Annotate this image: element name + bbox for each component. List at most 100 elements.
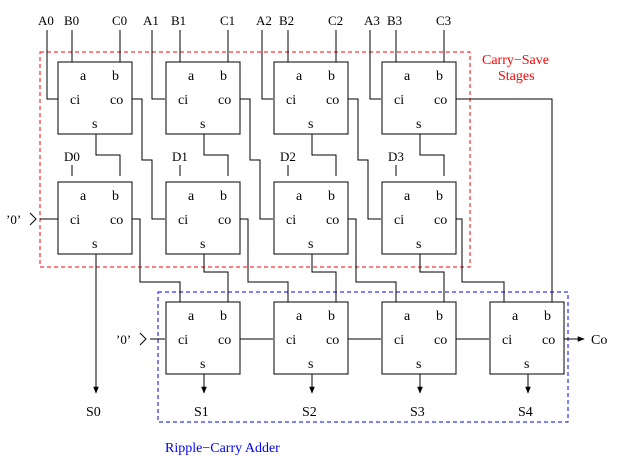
pin-b-label: b [220, 309, 227, 324]
pin-a-label: a [296, 69, 303, 84]
input-label-c3: C3 [436, 13, 451, 28]
input-label-d0: D0 [64, 149, 80, 164]
pin-co-label: co [110, 213, 123, 228]
pin-co-label: co [434, 213, 447, 228]
pin-s-label: s [524, 357, 529, 372]
zero-label: ’0’ [116, 332, 131, 347]
pin-co-label: co [218, 333, 231, 348]
full-adder-cell: a b ci cos [57, 181, 133, 255]
output-label-s0: S0 [86, 405, 101, 420]
pin-s-label: s [308, 237, 313, 252]
pin-s-label: s [416, 357, 421, 372]
input-label-b2: B2 [279, 13, 294, 28]
pin-a-label: a [404, 189, 411, 204]
input-label-b1: B1 [171, 13, 186, 28]
cell-box [381, 301, 457, 375]
pin-a-label: a [404, 309, 411, 324]
pin-b-label: b [220, 69, 227, 84]
ripple-carry-region [157, 291, 569, 423]
pin-s-label: s [308, 117, 313, 132]
carry-out-label: Co [591, 333, 607, 348]
pin-b-label: b [436, 189, 443, 204]
output-label-s4: S4 [518, 405, 533, 420]
input-label-c1: C1 [220, 13, 235, 28]
input-label-a0: A0 [38, 13, 54, 28]
zero-input-chevron [29, 212, 37, 226]
input-label-c2: C2 [328, 13, 343, 28]
cell-box [57, 61, 133, 135]
cell-box [381, 61, 457, 135]
cell-box [165, 301, 241, 375]
input-label-d3: D3 [388, 149, 404, 164]
cell-box [273, 301, 349, 375]
pin-ci-label: ci [286, 93, 296, 108]
zero-label: ’0’ [6, 212, 21, 227]
cell-box [165, 181, 241, 255]
pin-ci-label: ci [394, 333, 404, 348]
pin-s-label: s [416, 117, 421, 132]
cell-box [489, 301, 565, 375]
pin-a-label: a [404, 69, 411, 84]
input-label-d1: D1 [172, 149, 188, 164]
pin-s-label: s [200, 237, 205, 252]
input-label-b0: B0 [64, 13, 79, 28]
pin-ci-label: ci [394, 213, 404, 228]
pin-a-label: a [188, 69, 195, 84]
pin-ci-label: ci [70, 93, 80, 108]
carry-save-label-line2: Stages [498, 69, 535, 84]
pin-co-label: co [434, 93, 447, 108]
pin-a-label: a [512, 309, 519, 324]
pin-ci-label: ci [70, 213, 80, 228]
pin-co-label: co [326, 333, 339, 348]
full-adder-cell: a b ci cos [381, 61, 457, 135]
pin-co-label: co [434, 333, 447, 348]
cell-box [381, 181, 457, 255]
pin-b-label: b [544, 309, 551, 324]
pin-b-label: b [436, 69, 443, 84]
pin-b-label: b [220, 189, 227, 204]
full-adder-cell: a b ci cos [381, 181, 457, 255]
pin-b-label: b [112, 189, 119, 204]
pin-a-label: a [188, 309, 195, 324]
input-label-b3: B3 [387, 13, 402, 28]
pin-a-label: a [80, 189, 87, 204]
pin-co-label: co [542, 333, 555, 348]
pin-co-label: co [218, 93, 231, 108]
pin-b-label: b [112, 69, 119, 84]
zero-input-chevron [139, 332, 147, 346]
input-label-a1: A1 [143, 13, 159, 28]
pin-b-label: b [328, 189, 335, 204]
pin-ci-label: ci [394, 93, 404, 108]
cell-box [273, 181, 349, 255]
pin-a-label: a [80, 69, 87, 84]
full-adder-cell: a b ci cos [57, 61, 133, 135]
pin-ci-label: ci [178, 333, 188, 348]
output-label-s1: S1 [194, 405, 209, 420]
pin-co-label: co [326, 213, 339, 228]
pin-ci-label: ci [178, 213, 188, 228]
pin-ci-label: ci [178, 93, 188, 108]
output-label-s2: S2 [302, 405, 317, 420]
wires [40, 30, 585, 394]
cell-box [57, 181, 133, 255]
pin-a-label: a [188, 189, 195, 204]
pin-b-label: b [328, 69, 335, 84]
pin-a-label: a [296, 309, 303, 324]
pin-ci-label: ci [286, 333, 296, 348]
pin-s-label: s [92, 117, 97, 132]
pin-s-label: s [92, 237, 97, 252]
carry-save-label-line1: Carry−Save [482, 53, 549, 68]
pin-co-label: co [110, 93, 123, 108]
pin-s-label: s [308, 357, 313, 372]
input-label-a3: A3 [364, 13, 380, 28]
output-label-s3: S3 [410, 405, 425, 420]
input-label-c0: C0 [112, 13, 127, 28]
pin-s-label: s [200, 117, 205, 132]
pin-s-label: s [416, 237, 421, 252]
